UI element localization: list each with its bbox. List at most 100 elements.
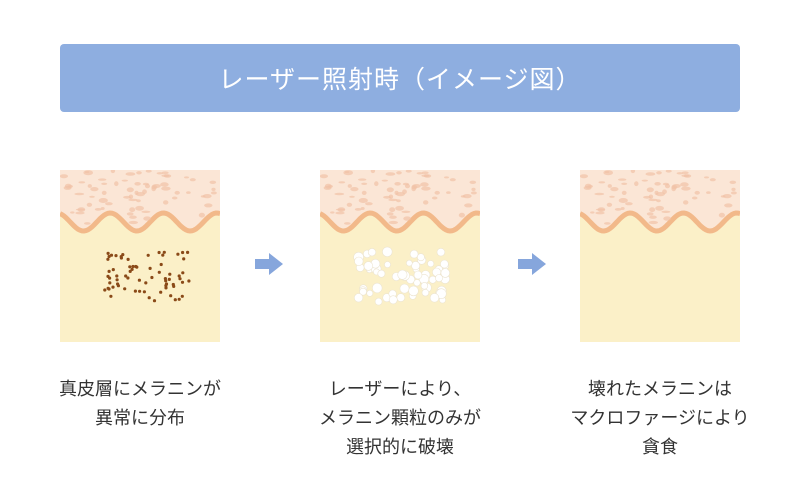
epidermis-cell [386, 212, 394, 216]
epidermis-cell [395, 205, 404, 211]
epidermis-cell [614, 208, 622, 211]
epidermis-cell [334, 192, 345, 196]
melanin-dot [130, 267, 134, 271]
epidermis-cell [594, 192, 605, 196]
skin-illustration-2 [320, 170, 480, 342]
banner-title: レーザー照射時（イメージ図） [218, 65, 582, 94]
epidermis-cell [394, 182, 401, 186]
epidermis-cell [370, 170, 376, 174]
skin-panel-3 [580, 170, 740, 342]
caption-step-3: 壊れたメラニンは マクロファージにより 貪食 [540, 375, 780, 462]
epidermis-cell [78, 181, 86, 184]
melanin-dot [146, 253, 150, 257]
epidermis-cell [381, 179, 388, 182]
broken-melanin-dot [354, 256, 364, 266]
broken-melanin-dot [408, 285, 419, 297]
arrow-1 [255, 253, 283, 279]
melanin-dot [108, 276, 112, 280]
skin-illustration-3 [580, 170, 740, 342]
right-arrow-icon [518, 253, 546, 275]
epidermis-cell [681, 186, 691, 191]
epidermis-cell [405, 170, 412, 173]
epidermis-cell [396, 171, 402, 175]
melanin-dot [182, 257, 186, 261]
melanin-dot [162, 250, 166, 254]
melanin-dot [164, 284, 168, 288]
epidermis-cell [729, 180, 737, 184]
epidermis-cell [64, 183, 72, 189]
epidermis-cell [649, 207, 656, 213]
epidermis-cell [198, 212, 205, 218]
epidermis-cell [731, 187, 736, 191]
broken-melanin-dot [427, 260, 435, 268]
melanin-dot [159, 262, 163, 267]
skin-panel-1 [60, 170, 220, 342]
melanin-dot [180, 280, 185, 284]
epidermis-cell [84, 222, 91, 225]
epidermis-cell [421, 186, 431, 191]
epidermis-cell [706, 191, 711, 194]
epidermis-cell [646, 187, 654, 193]
epidermis-cell [580, 174, 588, 179]
epidermis-cell [128, 220, 138, 225]
epidermis-cell [86, 202, 93, 207]
caption-step-1: 真皮層にメラニンが 異常に分布 [20, 375, 260, 433]
epidermis-cell [186, 191, 191, 194]
broken-melanin-dot [371, 282, 383, 294]
epidermis-cell [360, 207, 365, 210]
melanin-dot [186, 250, 190, 254]
arrow-2 [518, 253, 546, 279]
broken-melanin-dot [353, 293, 364, 303]
melanin-dot [147, 296, 151, 300]
epidermis-cell [625, 202, 633, 206]
melanin-particles [103, 250, 191, 303]
epidermis-cell [123, 195, 132, 199]
epidermis-cell [156, 172, 163, 175]
epidermis-cell [621, 190, 627, 195]
epidermis-cell [171, 196, 178, 200]
epidermis-cell [665, 170, 672, 173]
caption-line: 選択的に破壊 [346, 437, 454, 458]
epidermis-cell [361, 190, 367, 195]
epidermis-cell [135, 192, 145, 197]
melanin-dot [144, 281, 148, 285]
epidermis-cell [365, 202, 373, 206]
epidermis-cell [597, 207, 606, 212]
epidermis-cell [464, 203, 473, 208]
epidermis-cell [358, 178, 367, 181]
epidermis-cell [135, 205, 144, 211]
caption-line: 異常に分布 [95, 408, 185, 429]
epidermis-cell [349, 195, 355, 198]
broken-melanin-particles [353, 246, 451, 306]
epidermis-cell [590, 211, 595, 214]
epidermis-cell [163, 200, 169, 205]
melanin-dot [161, 253, 165, 257]
epidermis-cell [388, 220, 398, 225]
epidermis-cell [337, 207, 346, 212]
epidermis-cell [604, 171, 610, 173]
melanin-dot [111, 268, 115, 272]
broken-melanin-dot [413, 279, 421, 287]
epidermis-cell [462, 194, 472, 199]
epidermis-cell [655, 192, 665, 197]
melanin-dot [173, 298, 177, 302]
melanin-dot [108, 281, 112, 285]
melanin-dot [109, 294, 113, 298]
melanin-dot [167, 277, 171, 281]
broken-melanin-dot [420, 282, 429, 290]
epidermis-cell [709, 178, 716, 182]
broken-melanin-dot [374, 297, 383, 306]
epidermis-cell [662, 182, 669, 186]
broken-melanin-dot [435, 274, 443, 282]
epidermis-cell [598, 181, 606, 184]
melanin-dot [111, 285, 115, 289]
epidermis-cell [470, 191, 477, 195]
epidermis-cell [471, 187, 476, 191]
title-banner: レーザー照射時（イメージ図） [60, 44, 740, 112]
epidermis-cell [350, 187, 359, 192]
epidermis-cell [434, 190, 440, 195]
melanin-dot [103, 288, 107, 292]
epidermis-cell [98, 198, 108, 203]
broken-melanin-dot [440, 259, 449, 269]
epidermis-cell [129, 207, 136, 213]
